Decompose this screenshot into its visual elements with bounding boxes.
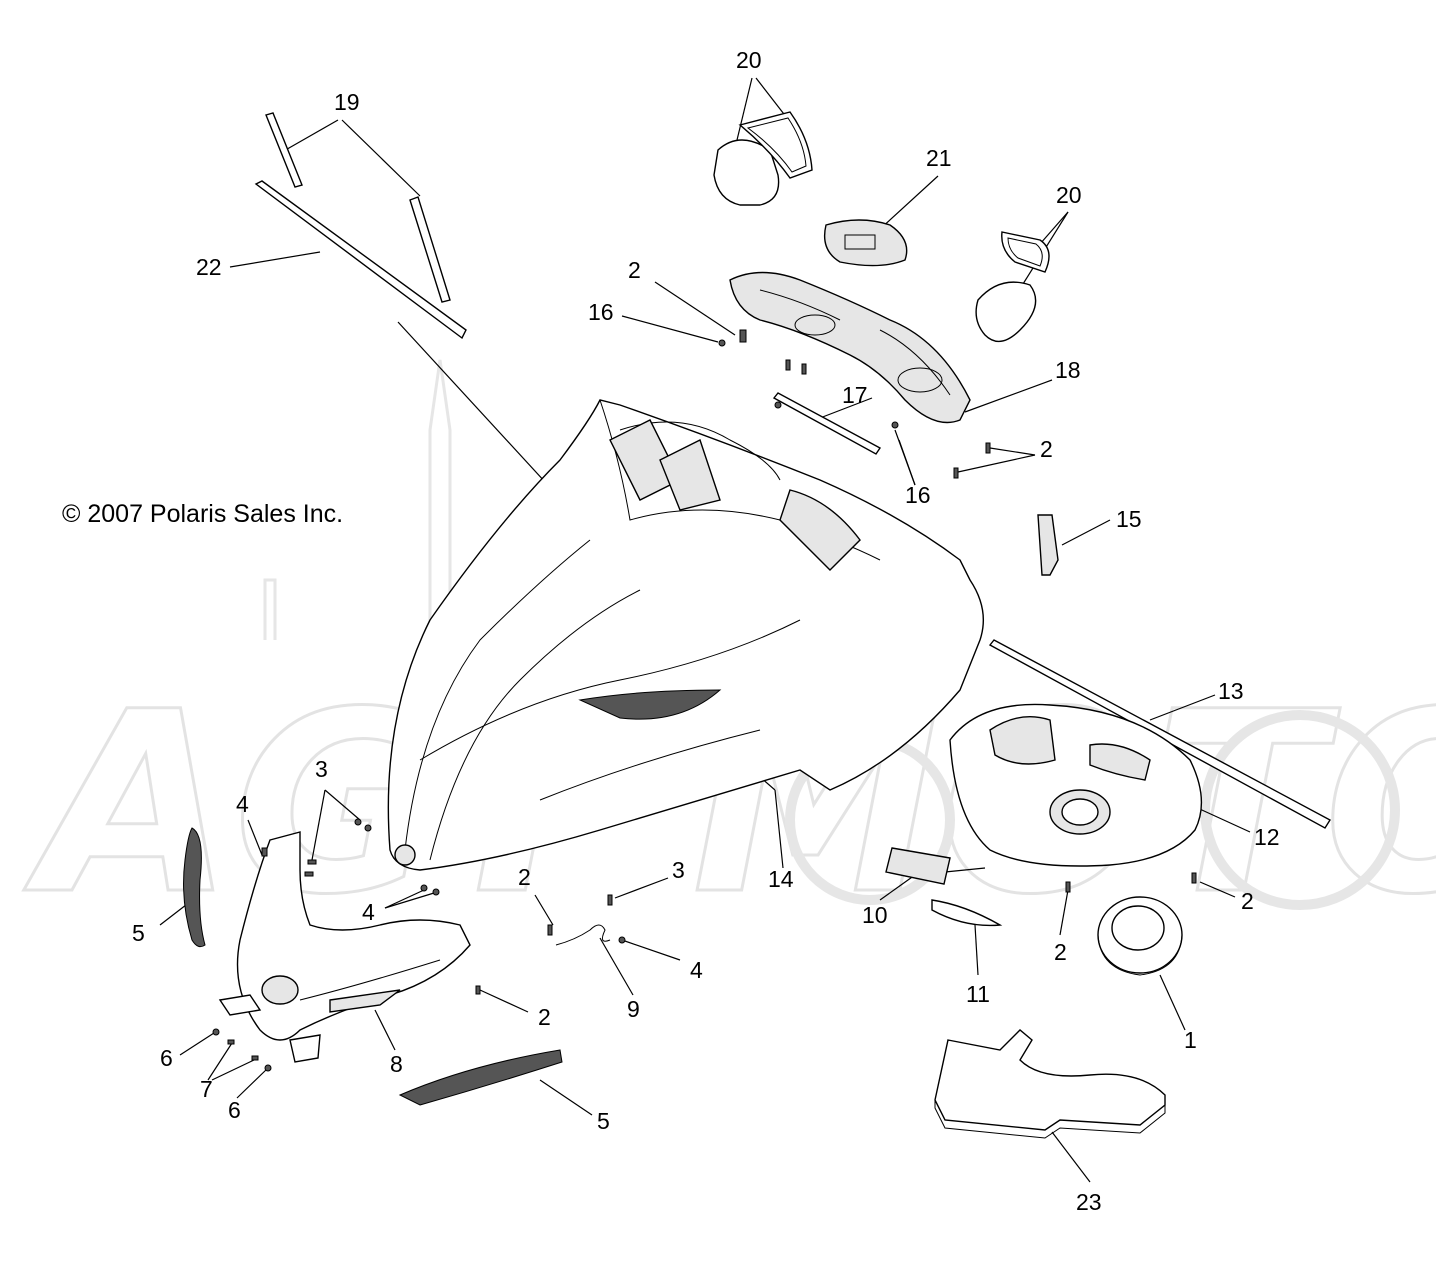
- callout-6: 6: [228, 1097, 241, 1123]
- callout-22: 22: [196, 254, 222, 280]
- callout-7: 7: [200, 1076, 213, 1102]
- part-19-strips: [265, 112, 451, 303]
- left-fasteners: [212, 818, 481, 1072]
- top-fasteners: [718, 329, 991, 479]
- callout-21: 21: [926, 145, 952, 171]
- callout-11: 11: [966, 981, 990, 1007]
- part-20-right: [975, 231, 1050, 343]
- callout-12: 12: [1254, 824, 1280, 850]
- part-21: [823, 219, 908, 267]
- part-1-grommet: [1097, 896, 1183, 976]
- callout-2: 2: [628, 257, 641, 283]
- callout-23: 23: [1076, 1189, 1102, 1215]
- part-9-cable: [547, 894, 626, 946]
- callout-labels: 20 19 21 20 22 2 16 18 17 2 16 15 13 3 4…: [132, 47, 1280, 1215]
- part-5-lower: [398, 1049, 563, 1106]
- part-5-left: [183, 827, 206, 948]
- callout-2: 2: [518, 864, 531, 890]
- callout-9: 9: [627, 996, 640, 1022]
- callout-8: 8: [390, 1051, 403, 1077]
- callout-14: 14: [768, 866, 794, 892]
- callout-13: 13: [1218, 678, 1244, 704]
- part-17-strip: [772, 392, 882, 455]
- part-8-fascia: [218, 831, 471, 1063]
- callout-1: 1: [1184, 1027, 1197, 1053]
- callout-19: 19: [334, 89, 360, 115]
- callout-2: 2: [1040, 436, 1053, 462]
- part-15: [1037, 514, 1059, 576]
- callout-3: 3: [672, 857, 685, 883]
- part-13-strip: [988, 639, 1331, 829]
- part-14-hood: [387, 399, 985, 871]
- callout-2: 2: [1241, 888, 1254, 914]
- callout-20: 20: [1056, 182, 1082, 208]
- part-18-pod: [729, 271, 971, 424]
- callout-20: 20: [736, 47, 762, 73]
- right-fasteners: [1065, 872, 1197, 893]
- part-23-shield: [934, 1029, 1166, 1139]
- callout-4: 4: [362, 899, 375, 925]
- part-12-tray: [949, 703, 1203, 867]
- part-10: [885, 847, 951, 885]
- callout-15: 15: [1116, 506, 1142, 532]
- callout-6: 6: [160, 1045, 173, 1071]
- callout-18: 18: [1055, 357, 1081, 383]
- callout-5: 5: [132, 920, 145, 946]
- part-20-top: [713, 111, 813, 206]
- callout-2: 2: [538, 1004, 551, 1030]
- part-22-strip: [254, 180, 467, 340]
- callout-5: 5: [597, 1108, 610, 1134]
- callout-3: 3: [315, 756, 328, 782]
- callout-10: 10: [862, 902, 888, 928]
- callout-16: 16: [905, 482, 931, 508]
- callout-16: 16: [588, 299, 614, 325]
- callout-2: 2: [1054, 939, 1067, 965]
- callout-17: 17: [842, 382, 868, 408]
- callout-4: 4: [236, 791, 249, 817]
- copyright-text: © 2007 Polaris Sales Inc.: [62, 500, 343, 528]
- callout-4: 4: [690, 957, 703, 983]
- part-11: [931, 899, 1003, 927]
